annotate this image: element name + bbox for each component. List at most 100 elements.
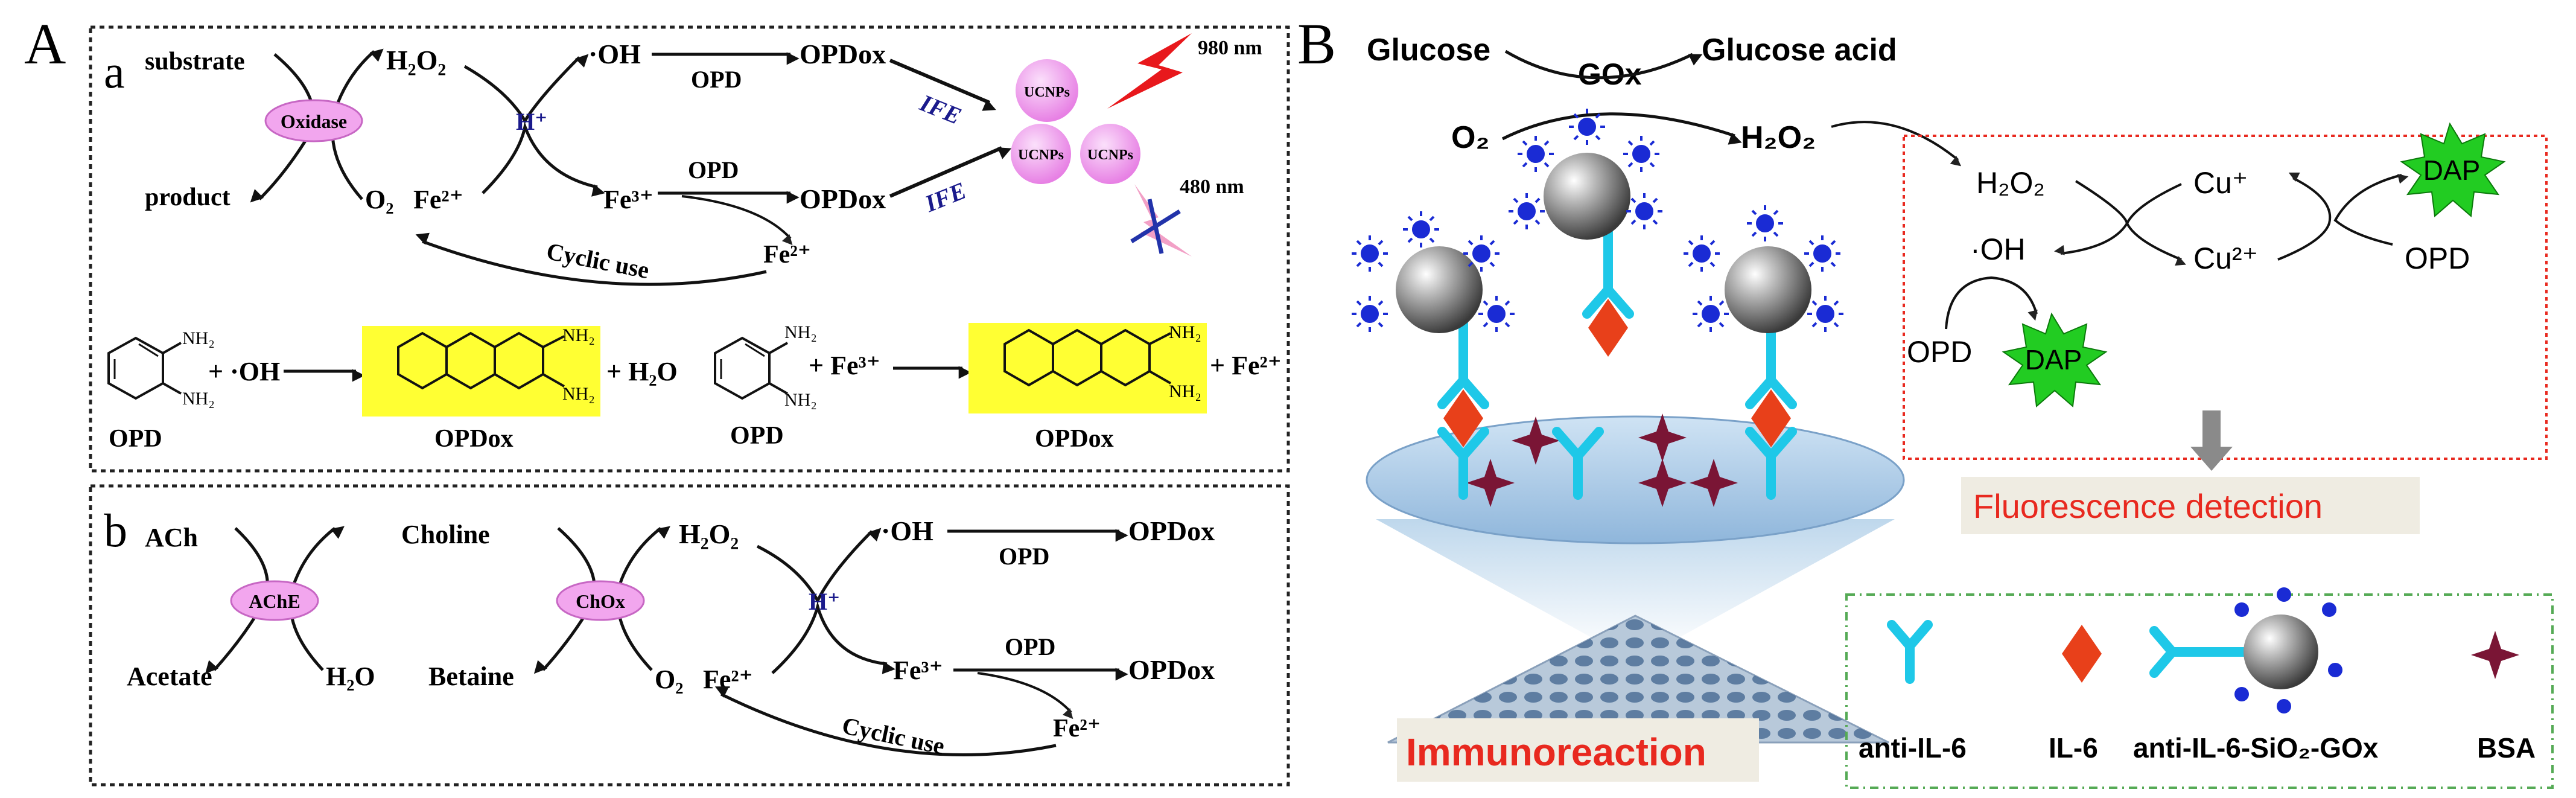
h-plus-label-b: H⁺ <box>809 588 840 615</box>
il6-antigen-2 <box>1588 299 1628 357</box>
fe3-label-b: Fe³⁺ <box>893 656 943 685</box>
panel-a-label: A <box>24 11 66 76</box>
gox-dot <box>1518 136 1554 172</box>
gox-dot <box>1478 296 1515 332</box>
cycle-cross-arrow-2 <box>2053 183 2182 255</box>
gox-dots <box>1352 109 1843 332</box>
capture-antibody-3 <box>1745 427 1797 500</box>
immunoreaction-label: Immunoreaction <box>1406 730 1706 774</box>
sio2-sphere-3 <box>1725 246 1811 333</box>
ucnp-label-2: UCNPs <box>1018 147 1064 163</box>
plus-oh-label: + ·OH <box>208 357 280 386</box>
cycle-cu-arrow-right <box>2277 172 2332 261</box>
opd-label-b1: OPD <box>999 543 1049 570</box>
detection-antibody-3 <box>1745 312 1797 409</box>
sub-a-label: a <box>104 45 125 98</box>
blocked-cross-2 <box>1147 199 1164 254</box>
h-plus-label: H⁺ <box>516 108 547 135</box>
substrate-label: substrate <box>145 48 245 75</box>
acetate-label: Acetate <box>127 662 212 691</box>
gox-dot <box>1623 136 1659 172</box>
microplate-wells <box>1388 616 1889 742</box>
ucnp-particle-2 <box>1011 124 1071 184</box>
opd-structure-2 <box>714 336 788 400</box>
il6-antigens <box>1443 299 1791 447</box>
nh2-label-4b: NH₂ <box>1169 381 1201 401</box>
dap-label-top: DAP <box>2423 155 2481 186</box>
h-plus-arrow-to-oh <box>463 54 589 124</box>
cyclic-use-arrow <box>415 232 767 286</box>
h-plus-arrow-to-fe3-b <box>771 601 895 674</box>
gox-dot <box>1509 193 1545 229</box>
o2-label-b: O₂ <box>655 665 683 694</box>
panel-a-sub-b-frame <box>89 484 1290 787</box>
fe3-to-fe2-arrow-b <box>977 672 1073 720</box>
legend-il6: IL-6 <box>2049 732 2098 764</box>
opd-label-b2: OPD <box>1005 633 1055 660</box>
fe2-label-b: Fe²⁺ <box>703 665 753 694</box>
capture-antibody-2 <box>1552 427 1604 500</box>
capture-antibody-1 <box>1437 427 1489 500</box>
opd-label-2: OPD <box>688 156 739 184</box>
bsa-star-3 <box>1638 413 1687 462</box>
legend-bsa-icon <box>2471 631 2519 679</box>
nh2-label-3b: NH₂ <box>784 390 817 410</box>
gox-dot <box>1403 211 1439 247</box>
oxidase-enzyme-icon <box>264 99 363 142</box>
legend-il6-icon <box>2062 625 2102 683</box>
cycle-opd-left-label: OPD <box>1907 335 1972 369</box>
ache-enzyme-icon <box>230 580 319 621</box>
gox-dot <box>1693 296 1729 332</box>
cycle-oh-label: ·OH <box>1970 232 2026 266</box>
opdox-highlight-1 <box>362 326 600 417</box>
dap-label-bottom: DAP <box>2025 344 2082 375</box>
wavelength-980-label: 980 nm <box>1198 37 1262 59</box>
glucose-label: Glucose <box>1367 33 1490 68</box>
sub-b-label: b <box>104 504 127 557</box>
emission-480-bolt-icon <box>1134 184 1192 257</box>
fe2-regen-label-b: Fe²⁺ <box>1053 715 1101 742</box>
ucnp-particle-3 <box>1080 124 1140 184</box>
panel-a-sub-a-frame <box>89 25 1290 473</box>
fluorescence-banner <box>1961 477 2420 534</box>
opdox-structure-label-1: OPDox <box>434 425 514 453</box>
gox-dot <box>1463 235 1499 272</box>
cycle-h2o2-label: H₂O₂ <box>1976 166 2045 200</box>
cycle-cu-plus-label: Cu⁺ <box>2193 166 2248 200</box>
nh2-label-1a: NH₂ <box>182 328 215 348</box>
fe3-to-fe2-arrow <box>681 195 793 246</box>
opdox-structure-1 <box>397 331 565 390</box>
il6-antigen-1 <box>1443 389 1483 447</box>
h2o2-label-panel-b: H₂O₂ <box>1741 120 1816 155</box>
gox-dot <box>1684 235 1720 272</box>
oh-label: ·OH <box>588 39 641 69</box>
betaine-label: Betaine <box>428 662 514 691</box>
legend-conjugate-icon <box>2149 587 2342 713</box>
product-label: product <box>145 184 231 211</box>
sio2-sphere-1 <box>1396 246 1483 333</box>
o2-to-h2o2-arrow <box>1501 112 1742 145</box>
oxidase-label: Oxidase <box>281 110 347 132</box>
opdox-structure-label-2: OPDox <box>1035 425 1114 453</box>
ach-label: ACh <box>145 523 198 552</box>
panel-b-label: B <box>1297 11 1336 76</box>
bsa-star-4 <box>1638 459 1687 507</box>
gox-dot <box>1807 296 1843 332</box>
nh2-label-2a: NH₂ <box>562 325 595 345</box>
gox-dot <box>1352 296 1388 332</box>
opdox-label-2: OPDox <box>800 184 886 214</box>
laser-980-bolt-icon <box>1107 33 1192 109</box>
opd-to-dap-arrow <box>1945 276 2038 330</box>
opd-structure-1 <box>107 336 182 400</box>
legend-frame <box>1845 593 2554 789</box>
opdox-label-b2: OPDox <box>1128 654 1215 685</box>
legend-conjugate: anti-IL-6-SiO₂-GOx <box>2133 732 2379 764</box>
bsa-star-1 <box>1512 417 1560 465</box>
cyclic-use-arrow-b <box>714 686 1057 757</box>
fe3-label: Fe³⁺ <box>603 185 654 214</box>
legend-anti-il6: anti-IL-6 <box>1859 732 1967 764</box>
plate-beam <box>1376 519 1895 655</box>
gox-dot <box>1569 109 1605 145</box>
gox-dot <box>1747 205 1783 241</box>
